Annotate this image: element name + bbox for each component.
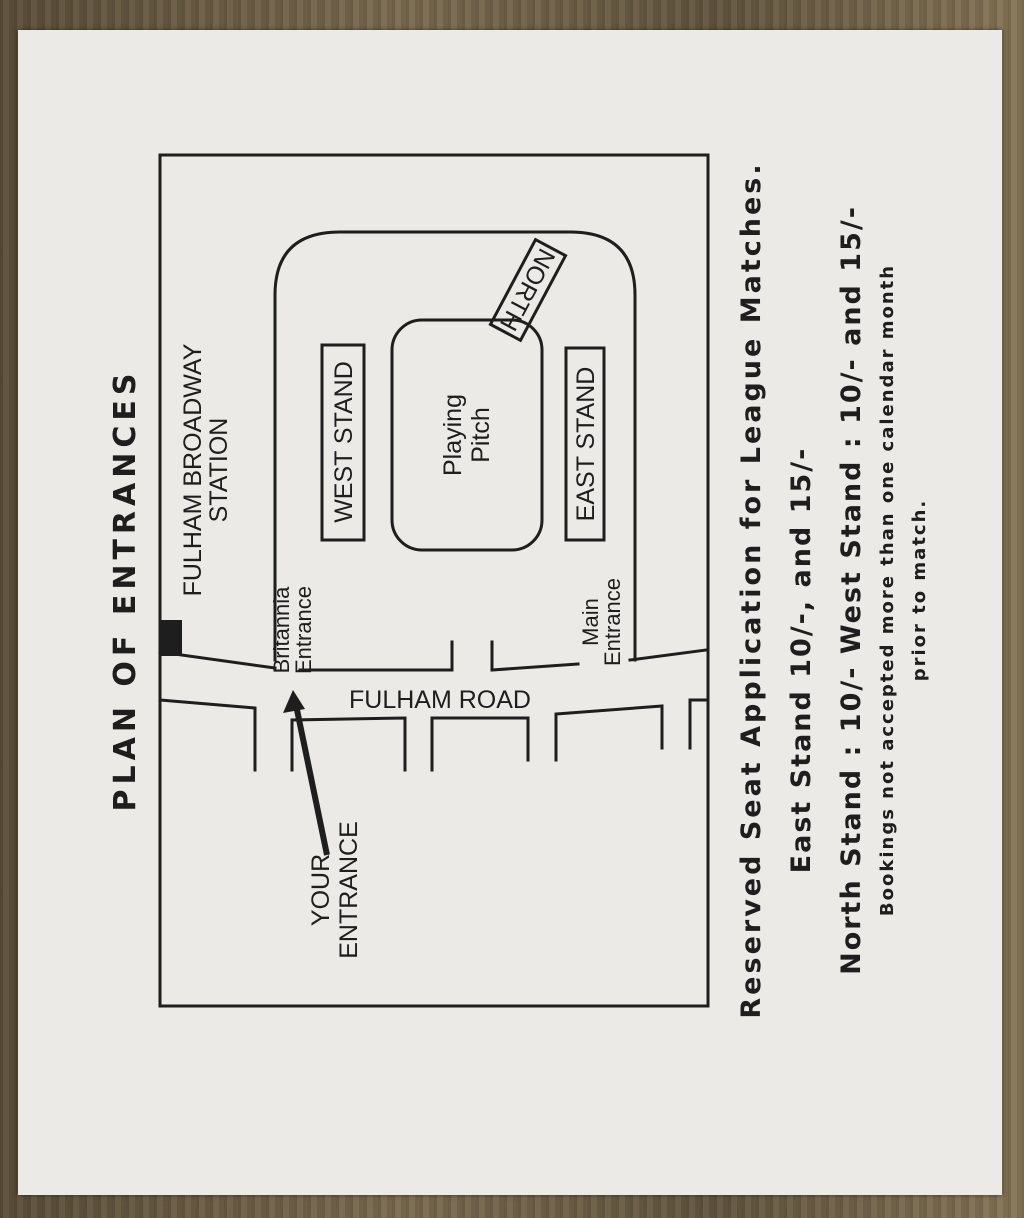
- notes-line-3: North Stand : 10/- West Stand : 10/- and…: [836, 205, 867, 975]
- ground-outline: [273, 230, 637, 662]
- svg-text:Britannia: Britannia: [269, 586, 294, 674]
- playing-pitch: [390, 318, 544, 552]
- east-stand-label: EAST STAND: [572, 367, 600, 522]
- fulham-road-label: FULHAM ROAD: [349, 686, 531, 714]
- road-upper-edge: [158, 640, 708, 672]
- svg-text:YOUR: YOUR: [307, 854, 335, 926]
- main-entrance-label: Main Entrance: [578, 578, 625, 666]
- svg-text:Entrance: Entrance: [291, 586, 316, 674]
- your-entrance-arrow: [293, 704, 330, 856]
- notes-line-5: prior to match.: [909, 499, 930, 682]
- svg-text:Pitch: Pitch: [467, 407, 495, 463]
- britannia-entrance-label: Britannia Entrance: [269, 586, 316, 674]
- svg-text:Main: Main: [578, 598, 603, 646]
- north-marker: NORTH: [488, 237, 568, 343]
- station-label: FULHAM BROADWAY STATION: [179, 343, 233, 596]
- svg-text:FULHAM BROADWAY: FULHAM BROADWAY: [179, 343, 207, 596]
- notes-line-2: East Stand 10/-, and 15/-: [786, 447, 817, 874]
- your-entrance-label: YOUR ENTRANCE: [307, 821, 363, 959]
- ticket-card: [18, 30, 1002, 1195]
- svg-text:STATION: STATION: [205, 418, 233, 523]
- notes-line-1: Reserved Seat Application for League Mat…: [736, 161, 767, 1018]
- west-stand-label: WEST STAND: [330, 361, 358, 523]
- east-stand: [564, 346, 606, 542]
- svg-text:ENTRANCE: ENTRANCE: [335, 821, 363, 959]
- notes-line-4: Bookings not accepted more than one cale…: [877, 264, 898, 916]
- svg-text:Entrance: Entrance: [600, 578, 625, 666]
- svg-text:Playing: Playing: [439, 394, 467, 476]
- arrow-head-icon: [283, 690, 305, 713]
- road-lower-edge: [158, 698, 708, 772]
- pitch-label: Playing Pitch: [439, 394, 495, 476]
- west-stand: [320, 343, 366, 542]
- station-marker: [160, 620, 182, 656]
- plan-title: PLAN OF ENTRANCES: [108, 369, 143, 812]
- map-frame: [158, 153, 710, 1008]
